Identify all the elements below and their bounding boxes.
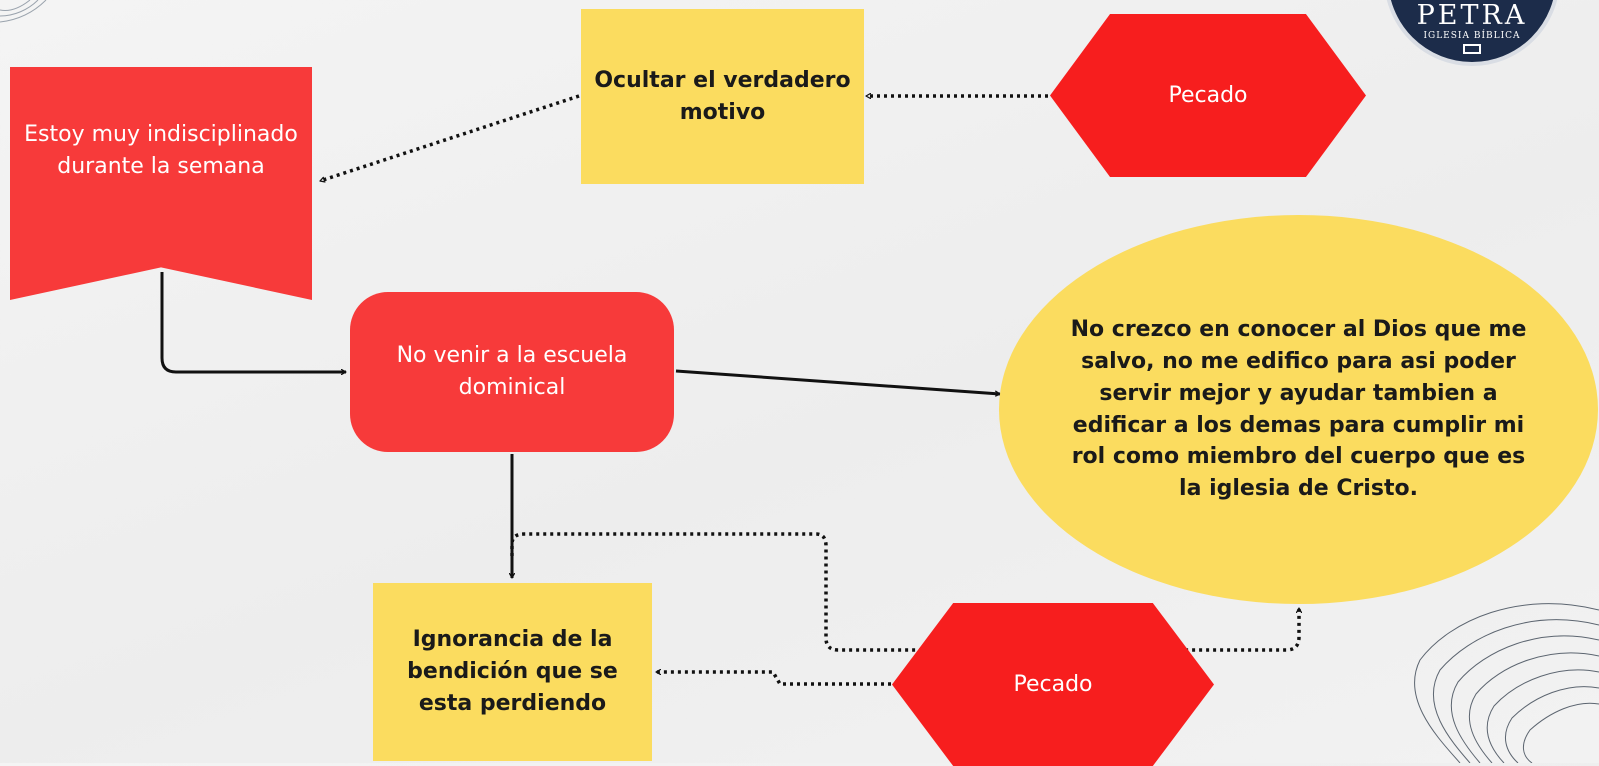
node-undisciplined-label: Estoy muy indisciplinado durante la sema… — [24, 122, 298, 179]
connector-banner-to-school — [160, 272, 346, 372]
logo-name: PETRA — [1416, 0, 1528, 31]
node-consequence-ellipse: No crezco en conocer al Dios que me salv… — [999, 215, 1598, 604]
connector-loop-to-consequence — [510, 532, 1299, 652]
node-consequence-label: No crezco en conocer al Dios que me salv… — [1070, 316, 1527, 502]
decorative-waves-top-left — [0, 0, 47, 23]
node-sin-bottom-label: Pecado — [1013, 671, 1093, 697]
connector-sin-to-ignorance — [656, 672, 891, 686]
node-ignorance: Ignorancia de la bendición que se esta p… — [373, 583, 652, 761]
node-ignorance-label: Ignorancia de la bendición que se esta p… — [407, 627, 618, 716]
node-sin-bottom: Pecado — [892, 603, 1214, 766]
logo-subtitle: IGLESIA BÍBLICA — [1423, 31, 1521, 41]
open-book-icon — [1463, 44, 1481, 54]
node-undisciplined-banner: Estoy muy indisciplinado durante la sema… — [10, 67, 312, 300]
node-hide-motive: Ocultar el verdadero motivo — [581, 9, 864, 184]
node-sin-top: Pecado — [1050, 14, 1366, 177]
node-not-attending-label: No venir a la escuela dominical — [396, 343, 628, 400]
node-hide-motive-label: Ocultar el verdadero motivo — [594, 67, 851, 125]
connector-hide-to-banner — [320, 94, 580, 183]
node-not-attending-school: No venir a la escuela dominical — [350, 292, 674, 452]
connector-school-to-consequence — [675, 369, 1000, 394]
decorative-waves-bottom-right — [1414, 603, 1599, 763]
node-sin-top-label: Pecado — [1168, 82, 1248, 108]
